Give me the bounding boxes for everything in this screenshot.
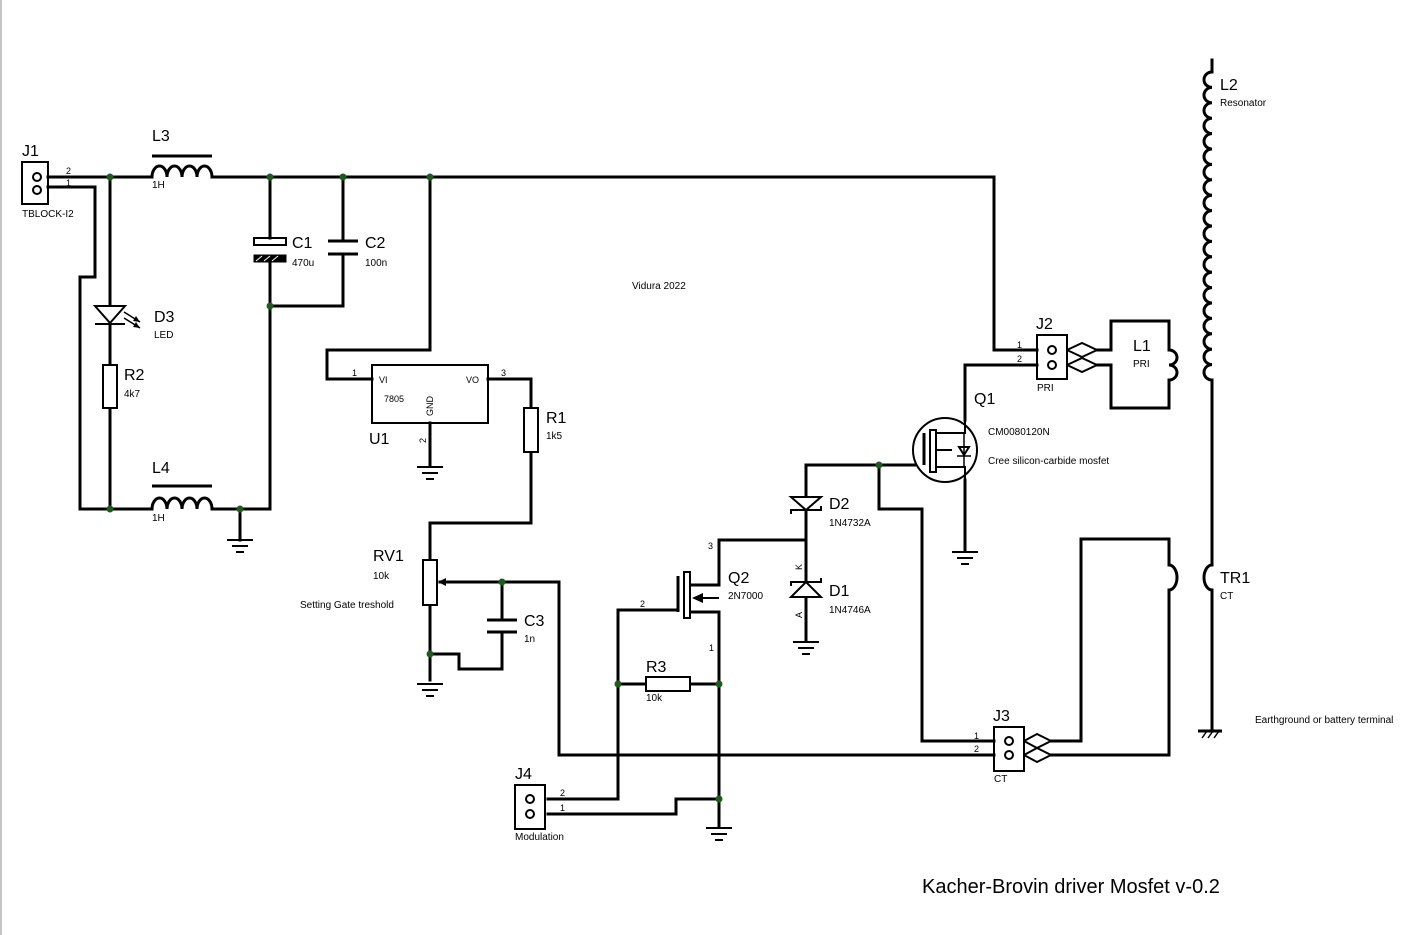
capacitor-c1: C1 470u bbox=[253, 235, 314, 269]
led-d3: D3 LED bbox=[92, 305, 175, 341]
d3-value: LED bbox=[154, 330, 173, 341]
j4-pin2: 2 bbox=[560, 788, 565, 798]
c1-value: 470u bbox=[292, 258, 314, 269]
d1-value: 1N4746A bbox=[829, 605, 871, 616]
j2-ref: J2 bbox=[1036, 316, 1053, 333]
u1-gnd-label: GND bbox=[425, 396, 435, 417]
r3-ref: R3 bbox=[646, 659, 667, 676]
l2-ref: L2 bbox=[1220, 77, 1238, 94]
junction-dots bbox=[106, 173, 883, 803]
q1-value: CM0080120N bbox=[988, 427, 1050, 438]
capacitor-c3: C3 1n bbox=[487, 613, 545, 645]
q2-pin1: 1 bbox=[709, 643, 714, 653]
r1-value: 1k5 bbox=[546, 431, 563, 442]
resistor-r1: R1 1k5 bbox=[523, 407, 567, 453]
inductor-l1: L1 PRI bbox=[1133, 338, 1179, 382]
l2-value: Resonator bbox=[1220, 98, 1267, 109]
u1-vo-label: VO bbox=[466, 375, 479, 385]
d3-ref: D3 bbox=[154, 309, 175, 326]
q1-ref: Q1 bbox=[974, 391, 995, 408]
transistor-q2: Q2 2N7000 3 2 1 bbox=[640, 541, 763, 653]
d1-a-label: A bbox=[794, 612, 804, 618]
j1-ref: J1 bbox=[22, 143, 39, 160]
q1-desc: Cree silicon-carbide mosfet bbox=[988, 456, 1109, 467]
schematic-title: Kacher-Brovin driver Mosfet v-0.2 bbox=[922, 876, 1220, 898]
regulator-u1: VI VO 7805 GND 1 3 2 U1 bbox=[352, 364, 506, 448]
j4-value: Modulation bbox=[515, 832, 564, 843]
r2-ref: R2 bbox=[124, 367, 145, 384]
u1-pin2: 2 bbox=[418, 438, 428, 443]
d1-ref: D1 bbox=[829, 583, 850, 600]
j2-value: PRI bbox=[1037, 383, 1054, 394]
r3-value: 10k bbox=[646, 693, 663, 704]
d2-value: 1N4732A bbox=[829, 518, 871, 529]
tr1-ref: TR1 bbox=[1220, 570, 1250, 587]
transistor-q1: Q1 CM0080120N Cree silicon-carbide mosfe… bbox=[912, 391, 1109, 483]
earth-note: Earthground or battery terminal bbox=[1255, 715, 1393, 726]
r1-ref: R1 bbox=[546, 410, 567, 427]
rv1-note: Setting Gate treshold bbox=[300, 600, 394, 611]
u1-value: 7805 bbox=[384, 394, 404, 404]
j3-ref: J3 bbox=[993, 708, 1010, 725]
j1-pin1: 1 bbox=[66, 178, 71, 188]
j3-pin2: 2 bbox=[974, 744, 979, 754]
wires bbox=[46, 58, 1214, 828]
connector-j3: J3 CT 1 2 bbox=[974, 708, 1054, 785]
c3-ref: C3 bbox=[524, 613, 545, 630]
j1-value: TBLOCK-I2 bbox=[22, 209, 74, 220]
rv1-value: 10k bbox=[373, 571, 390, 582]
zener-d1: D1 1N4746A K A bbox=[788, 564, 871, 618]
l4-ref: L4 bbox=[152, 460, 170, 477]
q2-pin3: 3 bbox=[708, 541, 713, 551]
j3-value: CT bbox=[994, 774, 1007, 785]
rv1-ref: RV1 bbox=[373, 548, 404, 565]
u1-vi-label: VI bbox=[379, 375, 388, 385]
l3-ref: L3 bbox=[152, 128, 170, 145]
inductor-l3: L3 1H bbox=[150, 128, 214, 191]
resistor-r2: R2 4k7 bbox=[102, 364, 145, 409]
tr1-value: CT bbox=[1220, 591, 1233, 602]
j4-ref: J4 bbox=[515, 766, 532, 783]
d1-k-label: K bbox=[794, 564, 804, 570]
l4-value: 1H bbox=[152, 513, 165, 524]
inductor-l4: L4 1H bbox=[150, 460, 214, 524]
j2-pin2: 2 bbox=[1017, 354, 1022, 364]
d2-ref: D2 bbox=[829, 496, 850, 513]
c2-ref: C2 bbox=[365, 235, 386, 252]
l1-value: PRI bbox=[1133, 359, 1150, 370]
connector-j1: J1 TBLOCK-I2 2 1 bbox=[21, 143, 74, 220]
l3-value: 1H bbox=[152, 180, 165, 191]
q2-ref: Q2 bbox=[728, 570, 749, 587]
c3-value: 1n bbox=[524, 634, 535, 645]
q2-value: 2N7000 bbox=[728, 591, 763, 602]
j4-pin1: 1 bbox=[560, 803, 565, 813]
transformer-tr1: TR1 CT bbox=[1167, 563, 1250, 602]
u1-pin3: 3 bbox=[501, 368, 506, 378]
j2-pin1: 1 bbox=[1017, 340, 1022, 350]
earth-ground-symbol: Earthground or battery terminal bbox=[1198, 715, 1393, 739]
c2-value: 100n bbox=[365, 258, 387, 269]
c1-ref: C1 bbox=[292, 235, 313, 252]
connector-j2: J2 PRI 1 2 bbox=[1017, 316, 1100, 394]
u1-pin1: 1 bbox=[352, 368, 357, 378]
author-note: Vidura 2022 bbox=[632, 281, 686, 292]
resistor-r3: R3 10k bbox=[645, 659, 691, 704]
j1-pin2: 2 bbox=[66, 166, 71, 176]
u1-ref: U1 bbox=[369, 431, 390, 448]
connector-j4: J4 Modulation 2 1 bbox=[514, 766, 565, 843]
inductor-l2: L2 Resonator bbox=[1202, 70, 1267, 382]
l1-ref: L1 bbox=[1133, 338, 1151, 355]
capacitor-c2: C2 100n bbox=[328, 235, 387, 269]
j3-pin1: 1 bbox=[974, 731, 979, 741]
r2-value: 4k7 bbox=[124, 389, 141, 400]
q2-pin2: 2 bbox=[640, 599, 645, 609]
potentiometer-rv1: RV1 10k Setting Gate treshold bbox=[300, 548, 446, 611]
zener-d2: D2 1N4732A bbox=[788, 496, 871, 529]
